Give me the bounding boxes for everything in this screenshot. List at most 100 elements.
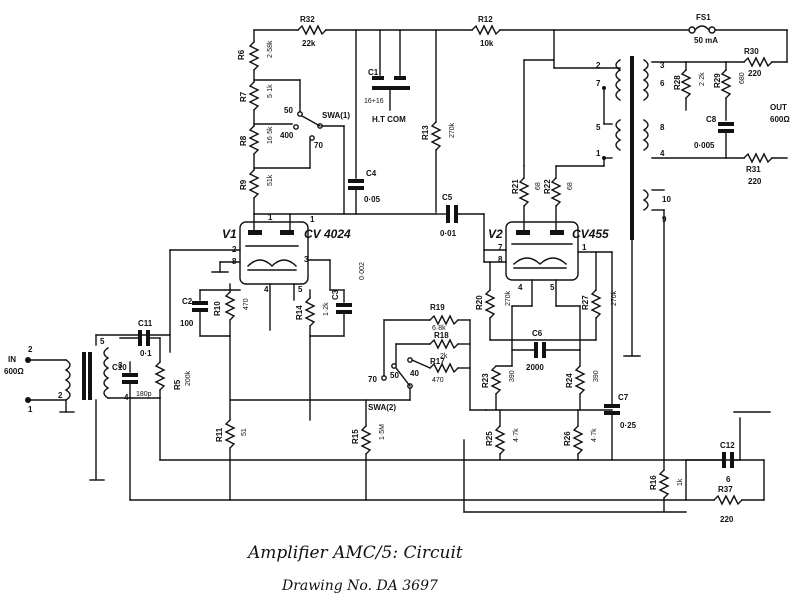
svg-text:5: 5: [298, 285, 303, 294]
svg-text:2: 2: [58, 391, 63, 400]
svg-text:4: 4: [518, 283, 523, 292]
svg-text:70: 70: [368, 375, 377, 384]
valve-v1: V1 CV 4024 2 8 3 4 5 1: [222, 213, 351, 294]
valve-v2: V2 CV455 7 8 1 4 5: [488, 221, 609, 292]
svg-text:R15: R15: [351, 429, 360, 444]
svg-text:R17: R17: [430, 357, 445, 366]
resistor-r9: R9 51k: [239, 169, 274, 199]
svg-text:2000: 2000: [526, 363, 544, 372]
svg-text:270k: 270k: [611, 290, 618, 306]
svg-text:R8: R8: [239, 135, 248, 146]
svg-text:600Ω: 600Ω: [4, 367, 24, 376]
resistor-r24: R24 390: [565, 365, 600, 411]
svg-text:68: 68: [567, 182, 574, 190]
svg-text:3: 3: [304, 255, 309, 264]
svg-text:R31: R31: [746, 165, 761, 174]
svg-text:2: 2: [596, 61, 601, 70]
drawing-title: Amplifier AMC/5: Circuit: [246, 543, 463, 563]
resistor-r21: R21 68: [511, 165, 542, 231]
svg-text:22k: 22k: [302, 39, 316, 48]
svg-text:C1: C1: [368, 68, 379, 77]
svg-text:0·01: 0·01: [440, 229, 457, 238]
svg-text:R23: R23: [481, 373, 490, 388]
input-terminals: IN 600Ω 2 1: [4, 345, 67, 414]
svg-text:C6: C6: [532, 329, 543, 338]
resistor-r37: R37 220: [685, 459, 765, 524]
svg-text:R27: R27: [581, 295, 590, 310]
svg-text:10k: 10k: [480, 39, 494, 48]
svg-text:2·2k: 2·2k: [699, 72, 706, 86]
svg-text:R24: R24: [565, 373, 574, 388]
svg-text:50: 50: [284, 106, 293, 115]
capacitor-c10: C10 180p: [112, 361, 152, 399]
svg-text:5: 5: [596, 123, 601, 132]
capacitor-c1: C1 16+16 H.T COM: [364, 29, 410, 124]
svg-text:5: 5: [100, 337, 105, 346]
svg-text:1: 1: [596, 149, 601, 158]
svg-text:H.T COM: H.T COM: [372, 115, 406, 124]
svg-text:10: 10: [662, 195, 671, 204]
svg-text:CV455: CV455: [572, 227, 609, 241]
svg-text:R12: R12: [478, 15, 493, 24]
svg-text:R28: R28: [673, 75, 682, 90]
capacitor-c7: C7 0·25: [604, 251, 637, 461]
svg-text:1k: 1k: [677, 478, 684, 486]
svg-text:V2: V2: [488, 227, 503, 241]
resistor-r27: R27 270k: [581, 251, 618, 341]
svg-text:68: 68: [535, 182, 542, 190]
svg-text:50 mA: 50 mA: [694, 36, 718, 45]
svg-text:2·58k: 2·58k: [267, 40, 274, 58]
svg-text:6: 6: [726, 475, 731, 484]
drawing-number: Drawing No. DA 3697: [281, 578, 438, 594]
output-terminals: OUT 600Ω: [770, 103, 790, 124]
resistor-r23: R23 390: [481, 365, 516, 411]
svg-text:1: 1: [28, 405, 33, 414]
svg-text:70: 70: [314, 141, 323, 150]
svg-text:6: 6: [660, 79, 665, 88]
resistor-r32: R32 22k: [297, 15, 327, 48]
capacitor-c8: C8 0·005: [694, 115, 734, 159]
svg-text:C8: C8: [706, 115, 717, 124]
svg-text:470: 470: [243, 298, 250, 310]
svg-text:C10: C10: [112, 363, 127, 372]
svg-text:R14: R14: [295, 305, 304, 320]
svg-text:R32: R32: [300, 15, 315, 24]
resistor-r29: R29 680: [685, 61, 746, 121]
svg-text:50: 50: [390, 371, 399, 380]
resistor-r25: R25 4·7k: [485, 409, 520, 461]
svg-text:220: 220: [720, 515, 734, 524]
svg-text:1·2k: 1·2k: [323, 302, 330, 316]
svg-text:C7: C7: [618, 393, 629, 402]
resistor-r8: R8 16·5k: [239, 125, 274, 155]
svg-text:3: 3: [660, 61, 665, 70]
resistor-r13: R13 270k: [421, 29, 456, 213]
svg-text:4·7k: 4·7k: [591, 428, 598, 442]
svg-text:R5: R5: [173, 379, 182, 390]
svg-text:7: 7: [596, 79, 601, 88]
svg-text:8: 8: [660, 123, 665, 132]
resistor-r11: R11 51: [215, 419, 248, 501]
svg-text:270k: 270k: [449, 122, 456, 138]
svg-text:390: 390: [509, 370, 516, 382]
svg-text:2: 2: [28, 345, 33, 354]
svg-text:180p: 180p: [136, 391, 152, 398]
svg-text:16+16: 16+16: [364, 98, 384, 105]
svg-text:8: 8: [498, 255, 503, 264]
svg-text:R21: R21: [511, 179, 520, 194]
svg-text:2k: 2k: [440, 353, 448, 360]
svg-text:0·005: 0·005: [694, 141, 715, 150]
resistor-r6: R6 2·58k: [237, 29, 274, 71]
input-transformer: 5 3 2 4: [58, 337, 129, 402]
svg-text:0·05: 0·05: [364, 195, 381, 204]
resistor-r18: R18 2k: [395, 331, 471, 365]
svg-text:CV 4024: CV 4024: [304, 227, 351, 241]
svg-text:400: 400: [280, 131, 294, 140]
svg-text:R30: R30: [744, 47, 759, 56]
svg-text:0·25: 0·25: [620, 421, 637, 430]
svg-text:R18: R18: [434, 331, 449, 340]
svg-text:0·002: 0·002: [359, 262, 366, 280]
resistor-r16: R16 1k: [649, 459, 684, 513]
svg-text:R19: R19: [430, 303, 445, 312]
svg-text:R25: R25: [485, 431, 494, 446]
